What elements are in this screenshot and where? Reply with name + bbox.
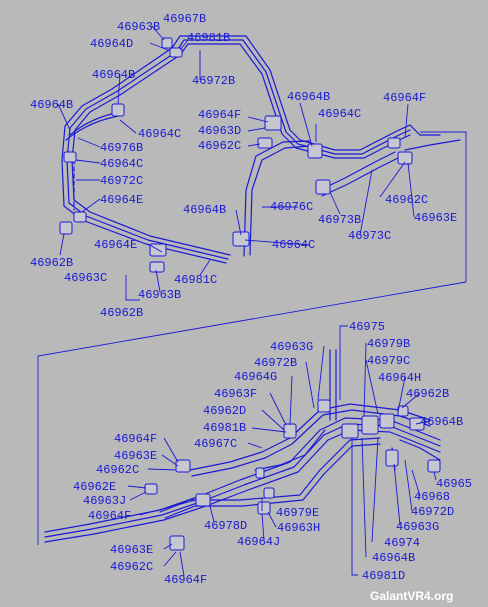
part-label: 46963F xyxy=(214,387,257,401)
part-label: 46979B xyxy=(367,337,410,351)
part-label: 46973B xyxy=(318,213,361,227)
part-label: 46978D xyxy=(204,519,247,533)
part-label: 46964D xyxy=(90,37,133,51)
part-label: 46979C xyxy=(367,354,410,368)
part-label: 46963C xyxy=(64,271,107,285)
part-label: 46964G xyxy=(234,370,277,384)
part-label: 46964H xyxy=(378,371,421,385)
part-label: 46972B xyxy=(254,356,297,370)
part-label: 46974 xyxy=(384,536,420,550)
part-label: 46967C xyxy=(194,437,237,451)
part-label: 46964C xyxy=(100,157,143,171)
part-label: 46979E xyxy=(276,506,319,520)
watermark: GalantVR4.org xyxy=(370,589,453,603)
part-label: 46976B xyxy=(100,141,143,155)
part-label: 46963D xyxy=(198,124,241,138)
part-label: 46963B xyxy=(117,20,160,34)
part-label: 46963G xyxy=(270,340,313,354)
part-label: 46964C xyxy=(272,238,315,252)
part-label: 46963B xyxy=(138,288,181,302)
part-label: 46962C xyxy=(110,560,153,574)
part-label: 46973C xyxy=(348,229,391,243)
part-label: 46981B xyxy=(187,31,230,45)
part-label: 46968 xyxy=(414,490,450,504)
part-label: 46972D xyxy=(411,505,454,519)
part-label: 46964F xyxy=(88,509,131,523)
part-label: 46964C xyxy=(318,107,361,121)
part-label: 46962C xyxy=(198,139,241,153)
part-label: 46962C xyxy=(96,463,139,477)
part-label: 46981C xyxy=(174,273,217,287)
part-label: 46964C xyxy=(138,127,181,141)
part-label: 46964E xyxy=(94,238,137,252)
part-label: 46975 xyxy=(349,320,385,334)
part-label: 46963E xyxy=(114,449,157,463)
part-label: 46964B xyxy=(372,551,415,565)
part-label: 46976C xyxy=(270,200,313,214)
part-label: 46962B xyxy=(30,256,73,270)
part-label: 46981D xyxy=(362,569,405,583)
part-label: 46962C xyxy=(385,193,428,207)
part-label: 46964B xyxy=(183,203,226,217)
lower-fittings xyxy=(144,399,441,551)
part-label: 46964E xyxy=(100,193,143,207)
part-label: 46972C xyxy=(100,174,143,188)
part-label: 46964B xyxy=(30,98,73,112)
part-label: 46965 xyxy=(436,477,472,491)
part-label: 46964J xyxy=(237,535,280,549)
part-labels: 46963B 46967B 46964D 46981B 46972B 46964… xyxy=(30,12,472,587)
part-label: 46963E xyxy=(414,211,457,225)
part-label: 46962B xyxy=(100,306,143,320)
part-label: 46964B xyxy=(92,68,135,82)
part-label: 46967B xyxy=(163,12,206,26)
part-label: 46964B xyxy=(287,90,330,104)
part-label: 46981B xyxy=(203,421,246,435)
part-label: 46964B xyxy=(420,415,463,429)
part-label: 46963E xyxy=(110,543,153,557)
part-label: 46963H xyxy=(277,521,320,535)
part-label: 46964F xyxy=(114,432,157,446)
part-label: 46963G xyxy=(396,520,439,534)
part-label: 46964F xyxy=(383,91,426,105)
upper-fittings xyxy=(59,37,413,273)
part-label: 46962B xyxy=(406,387,449,401)
part-label: 46972B xyxy=(192,74,235,88)
part-label: 46964F xyxy=(164,573,207,587)
leader-lines xyxy=(57,25,437,577)
part-label: 46964F xyxy=(198,108,241,122)
part-label: 46963J xyxy=(83,494,126,508)
part-label: 46962E xyxy=(73,480,116,494)
part-label: 46962D xyxy=(203,404,246,418)
